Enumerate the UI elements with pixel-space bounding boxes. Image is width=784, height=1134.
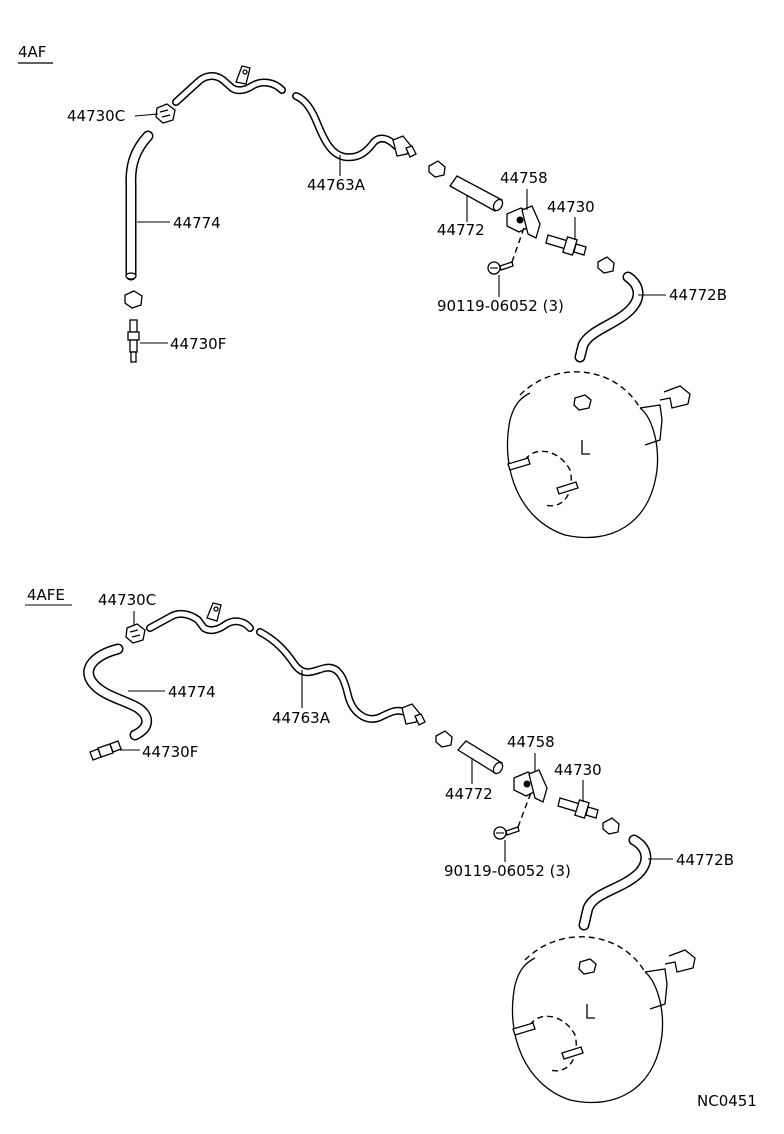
valve-44730[interactable]	[557, 797, 599, 819]
clamp-44730c[interactable]	[125, 623, 146, 644]
section-4afe: 4AFE 44730C 44774 44730F	[25, 586, 734, 1104]
clamp-small-1	[435, 730, 453, 748]
hose-44774[interactable]	[125, 130, 154, 281]
clamp-small-1	[428, 160, 446, 178]
label-44730: 44730	[547, 198, 595, 216]
clamp-small-2	[602, 817, 620, 835]
label-44772: 44772	[437, 221, 485, 239]
label-44730f: 44730F	[170, 335, 226, 353]
label-44730f: 44730F	[142, 743, 198, 761]
section-title-4af: 4AF	[18, 43, 46, 61]
hose-44772b[interactable]	[578, 834, 652, 931]
fitting-44730f[interactable]	[89, 740, 122, 761]
brake-booster	[506, 371, 691, 539]
brake-booster	[511, 936, 696, 1104]
hose-44774[interactable]	[83, 643, 153, 741]
label-44763a: 44763A	[272, 709, 331, 727]
section-4af: 4AF 44730C 44774 44730F	[18, 43, 727, 539]
hose-44772[interactable]	[457, 740, 504, 775]
clamp-44730c[interactable]	[155, 103, 176, 124]
label-44758: 44758	[500, 169, 548, 187]
label-44758: 44758	[507, 733, 555, 751]
label-44730: 44730	[554, 761, 602, 779]
clamp-lower	[124, 290, 143, 309]
screw-90119[interactable]	[493, 789, 533, 840]
hose-44772b[interactable]	[574, 271, 644, 363]
label-44772b: 44772B	[676, 851, 734, 869]
label-90119: 90119-06052 (3)	[437, 297, 564, 315]
label-44772b: 44772B	[669, 286, 727, 304]
screw-90119[interactable]	[487, 224, 526, 275]
clamp-small-2	[597, 256, 615, 274]
hose-44772[interactable]	[449, 175, 504, 212]
bracket-44758[interactable]	[513, 769, 548, 803]
bracket-44758[interactable]	[506, 205, 541, 239]
label-44730c: 44730C	[67, 107, 125, 125]
section-title-4afe: 4AFE	[27, 586, 65, 604]
fitting-44730f[interactable]	[127, 319, 140, 363]
diagram-code: NC0451	[697, 1092, 757, 1110]
tube-44763a[interactable]	[172, 65, 417, 162]
label-44774: 44774	[168, 683, 216, 701]
label-44774: 44774	[173, 214, 221, 232]
label-44763a: 44763A	[307, 176, 366, 194]
tube-44763a[interactable]	[146, 602, 426, 726]
label-90119: 90119-06052 (3)	[444, 862, 571, 880]
valve-44730[interactable]	[545, 234, 587, 256]
label-44772: 44772	[445, 785, 493, 803]
label-44730c: 44730C	[98, 591, 156, 609]
